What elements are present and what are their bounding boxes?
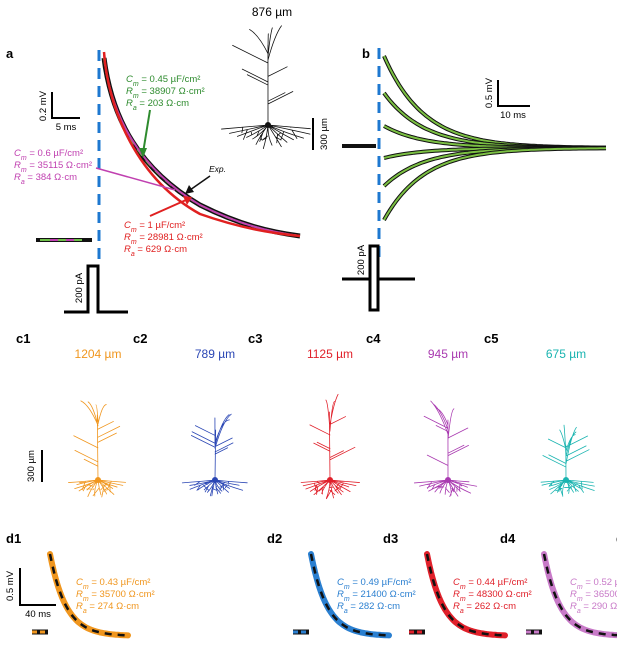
panel-d4-param: Rm = 36500 Ω·cm²	[570, 589, 617, 603]
panel-d4-label: d4	[500, 531, 516, 546]
neuron-c3: c3 1125 µm	[248, 331, 360, 500]
svg-text:Cm = 0.45 µF/cm²: Cm = 0.45 µF/cm²	[126, 74, 200, 88]
neuron-c2: c2 789 µm	[133, 331, 248, 497]
panel-d1-label: d1	[6, 531, 21, 546]
panel-a-fit-magenta: Cm = 0.6 µF/cm² Rm = 35115 Ω·cm² Ra = 38…	[14, 148, 92, 186]
panel-b-trace	[382, 146, 606, 221]
panel-b-trace	[382, 55, 606, 150]
panel-d3-param: Rm = 48300 Ω·cm²	[453, 589, 532, 603]
panel-d-scale-bar	[19, 568, 56, 606]
panel-b-stim-label: 200 pA	[356, 244, 367, 275]
panel-c1-label: c1	[16, 331, 30, 346]
svg-text:Ra = 203 Ω·cm: Ra = 203 Ω·cm	[126, 98, 189, 112]
panel-b: b 0.5 mV 10 ms 200 pA	[342, 46, 607, 312]
neuron-c1: c1 1204 µm	[16, 331, 127, 498]
neuron-c4: c4 945 µm	[366, 331, 478, 498]
panel-d2-trace	[308, 551, 392, 639]
panel-d2-param: Cm = 0.49 µF/cm²	[337, 577, 411, 591]
panel-c4-label: c4	[366, 331, 381, 346]
panel-a-neuron-scale: 300 µm	[319, 118, 330, 150]
panel-d4-param: Cm = 0.52 µF/cm²	[570, 577, 617, 591]
panel-a-fit-red: Cm = 1 µF/cm² Rm = 28981 Ω·cm² Ra = 629 …	[124, 220, 203, 258]
panel-d2-param: Rm = 21400 Ω·cm²	[337, 589, 416, 603]
panel-d4-trace	[541, 551, 617, 639]
panel-b-fit	[383, 55, 606, 149]
panel-a-fit-green: Cm = 0.45 µF/cm² Rm = 38907 Ω·cm² Ra = 2…	[126, 74, 205, 112]
panel-d3-trace	[424, 551, 508, 639]
panel-c1-length: 1204 µm	[75, 347, 122, 361]
panel-d3-param: Cm = 0.44 µF/cm²	[453, 577, 527, 591]
panel-d1-trace	[47, 551, 131, 639]
panel-d-scale-x: 40 ms	[25, 609, 51, 620]
panel-c5-length: 675 µm	[546, 347, 586, 361]
panel-d1-param: Rm = 35700 Ω·cm²	[76, 589, 155, 603]
svg-text:Ra = 629 Ω·cm: Ra = 629 Ω·cm	[124, 244, 187, 258]
panel-b-label: b	[362, 46, 370, 61]
panel-a-magenta-pointer	[95, 167, 176, 191]
panel-b-scale-x: 10 ms	[500, 110, 526, 121]
panel-b-scale-bar	[497, 80, 530, 107]
panel-c4-length: 945 µm	[428, 347, 468, 361]
panel-d2-label: d2	[267, 531, 282, 546]
panel-d3-param: Ra = 262 Ω·cm	[453, 601, 516, 615]
panel-a-green-arrow	[142, 109, 151, 154]
panel-b-traces	[382, 55, 607, 221]
panel-c2-label: c2	[133, 331, 147, 346]
svg-text:Rm = 38907 Ω·cm²: Rm = 38907 Ω·cm²	[126, 86, 205, 100]
panel-c3-length: 1125 µm	[307, 347, 353, 361]
panel-a: a 0.2 mV 5 ms 200 pA Cm = 0.45 µF/cm² Rm…	[6, 5, 330, 314]
panel-b-trace	[383, 124, 606, 150]
panel-a-stimulus	[64, 264, 128, 314]
panel-a-scale-bar	[51, 92, 80, 119]
panel-a-red-fit	[102, 51, 301, 238]
panel-a-scale-x: 5 ms	[56, 122, 77, 133]
panel-b-fit	[383, 147, 606, 221]
svg-text:Cm = 0.6 µF/cm²: Cm = 0.6 µF/cm²	[14, 148, 83, 162]
panel-a-scale-y: 0.2 mV	[38, 90, 49, 121]
panel-d4-param: Ra = 290 Ω·cm	[570, 601, 617, 615]
panel-a-red-arrow	[149, 199, 187, 217]
neuron-c5: c5 675 µm	[484, 331, 595, 497]
panel-c3-label: c3	[248, 331, 262, 346]
panel-d1-param: Ra = 274 Ω·cm	[76, 601, 139, 615]
svg-text:Ra = 384 Ω·cm: Ra = 384 Ω·cm	[14, 172, 77, 186]
panel-a-exp-label: Exp.	[209, 164, 226, 174]
panel-d1-param: Cm = 0.43 µF/cm²	[76, 577, 150, 591]
panel-d3-label: d3	[383, 531, 398, 546]
panel-c-scale: 300 µm	[26, 450, 37, 482]
panel-a-label: a	[6, 46, 14, 61]
panel-d2-param: Ra = 282 Ω·cm	[337, 601, 400, 615]
panel-a-exp-arrow	[189, 175, 211, 191]
panel-a-stim-label: 200 pA	[74, 272, 85, 303]
panel-d-scale-y: 0.5 mV	[5, 570, 16, 601]
main-neuron-morphology	[221, 25, 311, 150]
panel-c: 300 µm c1 1204 µm c2 789 µm c3 1125 µm c4 945 µ…	[16, 331, 595, 500]
panel-c2-length: 789 µm	[195, 347, 235, 361]
panel-c5-label: c5	[484, 331, 498, 346]
main-neuron-length: 876 µm	[252, 5, 292, 19]
panel-b-scale-y: 0.5 mV	[484, 77, 495, 108]
panel-b-stimulus	[342, 244, 415, 312]
